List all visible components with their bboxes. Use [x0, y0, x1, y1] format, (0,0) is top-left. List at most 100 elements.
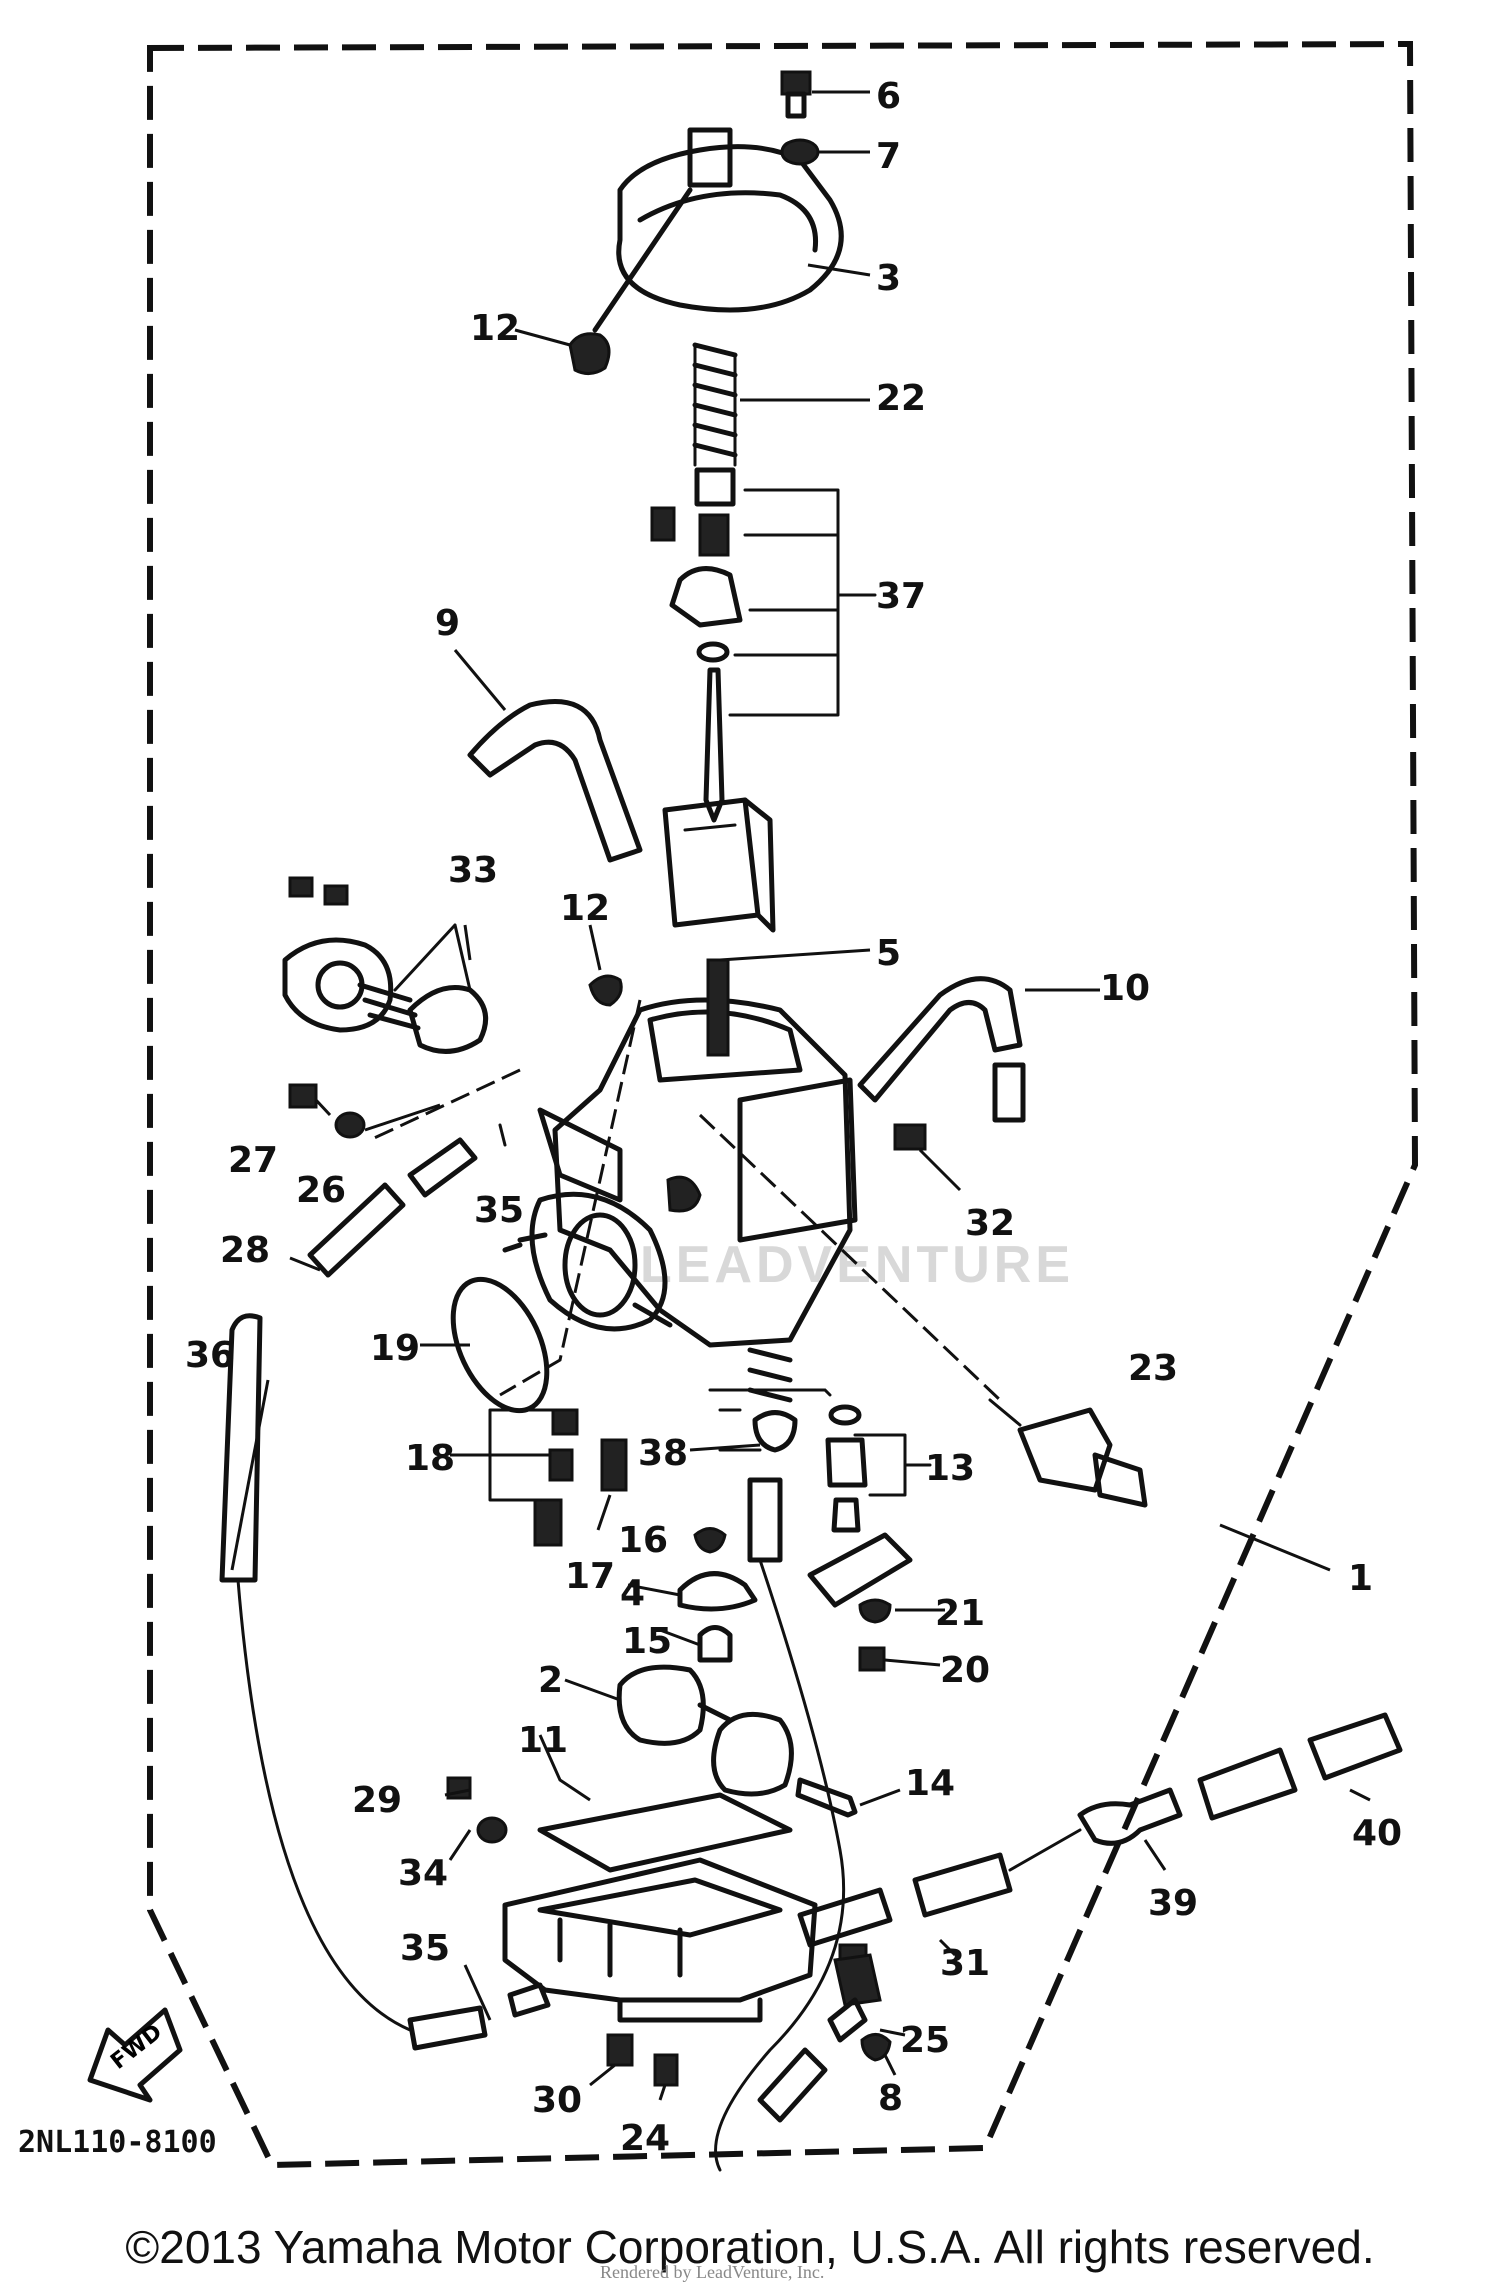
screw-part-24 [653, 2053, 679, 2087]
washer-part-34 [476, 1816, 508, 1844]
cap-part-12a [568, 332, 611, 375]
callout-25: 25 [900, 2020, 950, 2061]
vent-hose-part-9 [467, 699, 643, 863]
hose-part-40b [1307, 1712, 1403, 1781]
hose-piece-28b [407, 1137, 478, 1198]
hose-part-28 [307, 1182, 406, 1278]
callout-21: 21 [935, 1593, 985, 1634]
throttle-slide [662, 797, 776, 933]
callout-6: 6 [876, 76, 901, 117]
callout-32: 32 [965, 1203, 1015, 1244]
cap-part-12b [588, 974, 623, 1007]
screw-part-30 [606, 2033, 634, 2067]
throttle-spring-part-22 [692, 342, 738, 467]
callout-31: 31 [940, 1943, 990, 1984]
screw-part-6 [780, 70, 812, 119]
callout-39: 39 [1148, 1883, 1198, 1924]
o-ring-part-19 [450, 1276, 550, 1414]
hose-part-31b [912, 1852, 1013, 1918]
callout-30: 30 [532, 2080, 582, 2121]
screw-part-20 [858, 1646, 886, 1672]
callout-35a: 35 [474, 1190, 524, 1231]
callout-27: 27 [228, 1140, 278, 1181]
render-watermark: Rendered by LeadVenture, Inc. [600, 2262, 825, 2282]
drain-hose-part-36 [219, 1313, 263, 1583]
accelerator-pump-part-33 [282, 876, 489, 1054]
callout-37: 37 [876, 576, 926, 617]
throttle-sensor-part-23 [988, 1398, 1148, 1508]
callout-28: 28 [220, 1230, 270, 1271]
leadventure-watermark: LEADVENTURE [640, 1236, 1075, 1294]
callout-4: 4 [620, 1573, 645, 1614]
needle-jet-part-38 [708, 1347, 832, 1563]
callout-1: 1 [1348, 1558, 1373, 1599]
hose-piece-part-35b [407, 2005, 488, 2051]
washer-part-8 [860, 2033, 892, 2062]
float-part-2 [616, 1664, 794, 1797]
callout-2: 2 [538, 1660, 563, 1701]
hose-part-31 [797, 1887, 893, 1948]
callout-12b: 12 [560, 888, 610, 929]
callout-40: 40 [1352, 1813, 1402, 1854]
fitting-part-39 [1077, 1787, 1183, 1846]
float-valve-seat-part-4 [677, 1571, 758, 1612]
screw-part-27 [288, 1083, 318, 1109]
callout-16: 16 [618, 1520, 668, 1561]
screw-part-14 [795, 1777, 858, 1818]
callout-labels: 6 7 3 12 22 37 9 33 12 5 10 27 26 35 32 … [185, 76, 1402, 2159]
leader-lines [230, 90, 1371, 2101]
callout-12a: 12 [470, 308, 520, 349]
callout-11: 11 [518, 1720, 568, 1761]
diagram-code: 2NL110-8100 [18, 2125, 217, 2160]
callout-9: 9 [435, 603, 460, 644]
washer-part-7 [780, 138, 820, 166]
callout-5: 5 [876, 933, 901, 974]
bracket-part-21-plate [807, 1532, 913, 1608]
callout-19: 19 [370, 1328, 420, 1369]
vent-hose-part-10 [857, 976, 1023, 1103]
callout-35b: 35 [400, 1928, 450, 1969]
callout-8: 8 [878, 2078, 903, 2119]
callout-3: 3 [876, 258, 901, 299]
callout-34: 34 [398, 1853, 448, 1894]
screw-part-32 [893, 1123, 927, 1151]
callout-24: 24 [620, 2118, 670, 2159]
callout-22: 22 [876, 378, 926, 419]
callout-13: 13 [925, 1448, 975, 1489]
callout-33: 33 [448, 850, 498, 891]
callout-26: 26 [296, 1170, 346, 1211]
assembly-boundary [147, 40, 1419, 2169]
drain-valve-part-25 [757, 1953, 882, 2123]
copyright-notice: ©2013 Yamaha Motor Corporation, U.S.A. A… [125, 2221, 1375, 2273]
washer-part-16 [693, 1527, 727, 1554]
top-cover-part [592, 127, 844, 333]
callout-29: 29 [352, 1780, 402, 1821]
callout-10: 10 [1100, 968, 1150, 1009]
hose-part-35a [498, 1123, 507, 1147]
drain-fitting [507, 1982, 551, 2018]
hose-part-40a [1197, 1747, 1298, 1821]
callout-14: 14 [905, 1763, 955, 1804]
callout-36: 36 [185, 1335, 235, 1376]
callout-38: 38 [638, 1433, 688, 1474]
callout-18: 18 [405, 1438, 455, 1479]
callout-15: 15 [622, 1621, 672, 1662]
main-jet-part-15 [697, 1625, 733, 1663]
carburetor-body [502, 958, 858, 1348]
drain-hose-route [714, 1558, 846, 2172]
fwd-arrow-icon: FWD [87, 2007, 183, 2103]
callout-23: 23 [1128, 1348, 1178, 1389]
gasket-part-11 [537, 1792, 793, 1873]
callout-20: 20 [940, 1650, 990, 1691]
jet-set-part-18 [488, 1408, 579, 1547]
washer-part-21 [858, 1598, 892, 1624]
jet-needle-set-part-37 [650, 467, 877, 823]
pilot-screw-set-part-13 [825, 1404, 932, 1533]
jet-part-17 [600, 1438, 628, 1492]
callout-7: 7 [876, 136, 901, 177]
drain-hose-route-36 [236, 1578, 412, 2032]
washer-part-26 [334, 1111, 366, 1139]
hose-piece-10 [992, 1062, 1026, 1123]
callout-17: 17 [565, 1556, 615, 1597]
